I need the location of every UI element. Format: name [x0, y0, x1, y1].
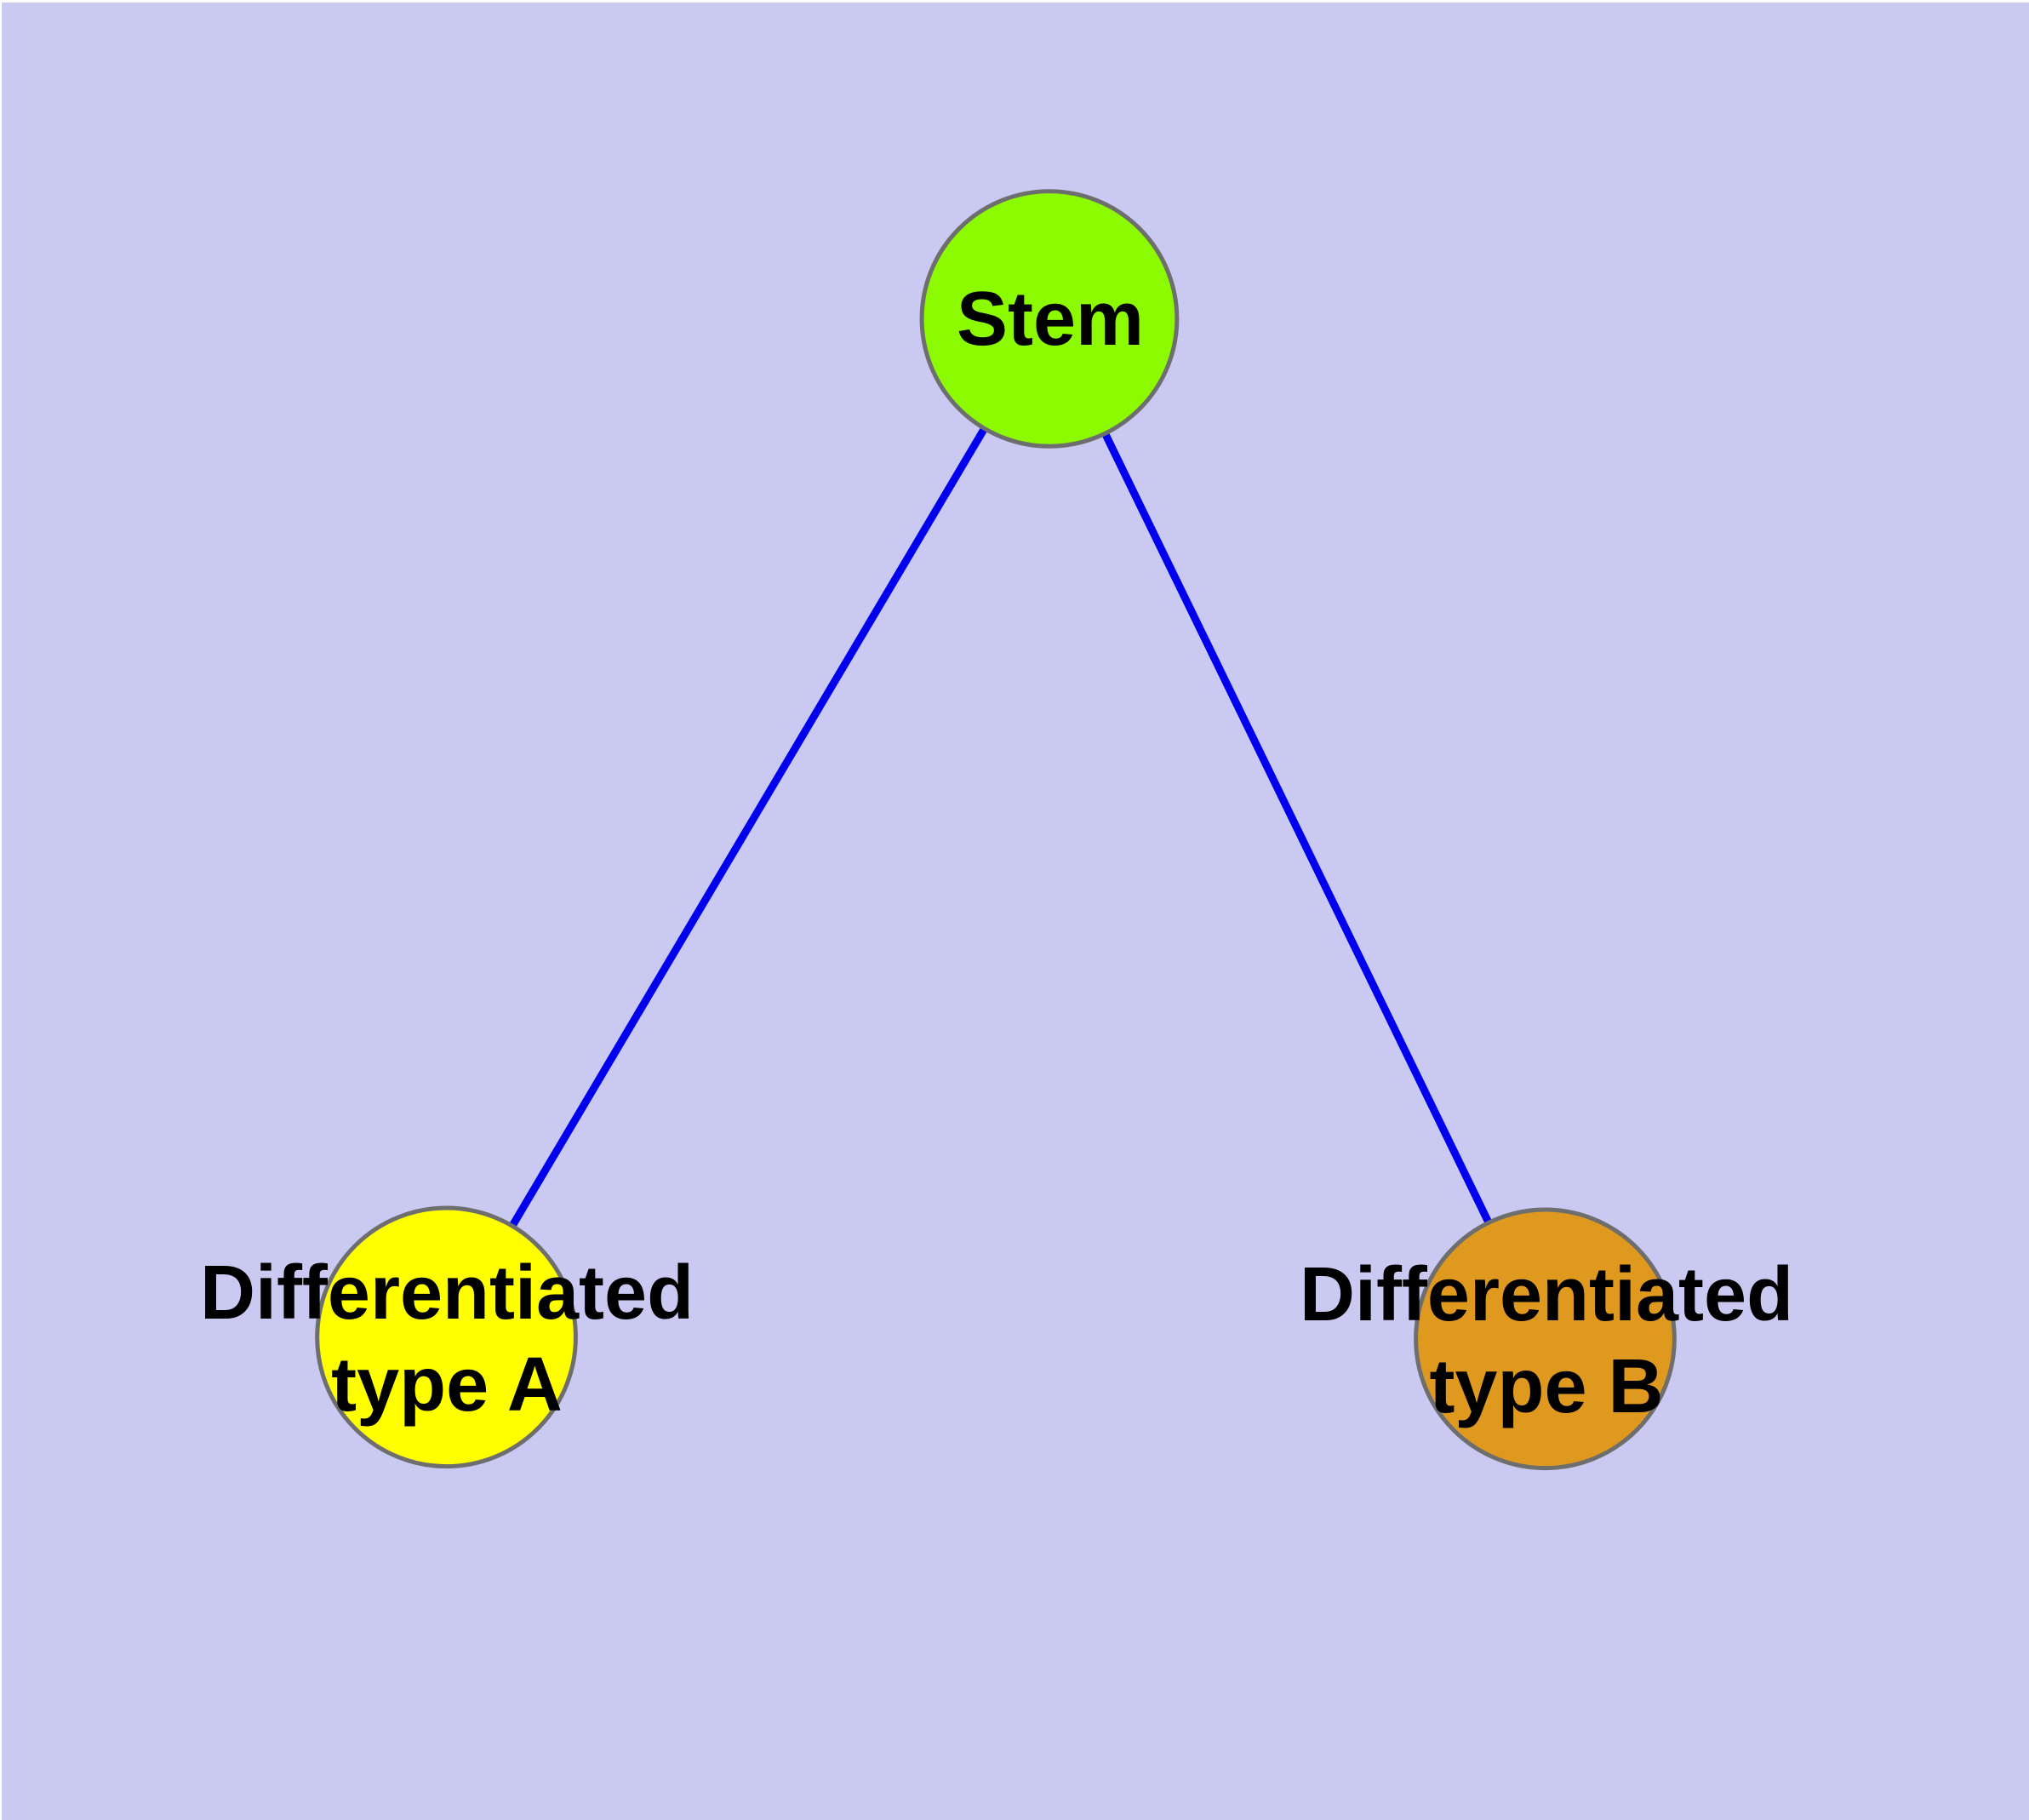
diagram-svg: [315, 189, 1677, 1471]
diff-a-node-label: Differentiated type A: [200, 1247, 694, 1431]
edge-stem-to-diff-b: [1045, 317, 1549, 1341]
diff-a-label-line-1: Differentiated: [199, 1251, 694, 1336]
diff-b-node-label: Differentiated type B: [1300, 1249, 1793, 1433]
diff-b-label-line-2: type B: [1429, 1344, 1664, 1429]
diagram-canvas: Stem Differentiated type A Differentiate…: [2, 3, 2029, 1820]
stem-node-label: Stem: [957, 273, 1144, 365]
stem-label-line: Stem: [956, 277, 1145, 362]
diff-a-label-line-2: type A: [331, 1342, 563, 1428]
stem-node-circle: [919, 189, 1180, 449]
edge-stem-to-diff-a: [443, 317, 1053, 1340]
diff-b-label-line-1: Differentiated: [1299, 1252, 1794, 1337]
diff-a-node-circle: [315, 1205, 578, 1469]
diff-b-node-circle: [1414, 1207, 1677, 1471]
